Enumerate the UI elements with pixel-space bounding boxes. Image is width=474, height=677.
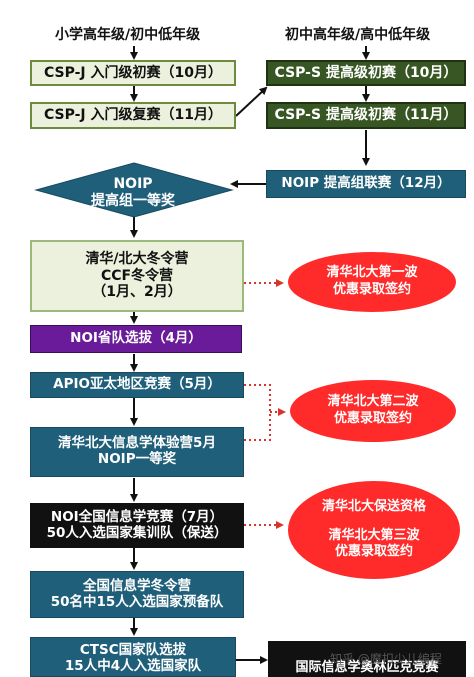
csp-j-second-round: CSP-J 入门级复赛（11月） [30, 102, 236, 129]
winter-camp: 清华/北大冬令营 CCF冬令营 （1月、2月） [30, 240, 244, 312]
noi-national-line2: 50人入选国家集训队（保送） [46, 524, 228, 541]
pill3-line3: 优惠录取签约 [334, 544, 413, 560]
tsinghua-camp-line1: 清华北大信息学体验营5月 [58, 435, 216, 452]
national-winter-line1: 全国信息学冬令营 [83, 577, 191, 594]
dotted-bracket-pill2 [244, 384, 271, 441]
header-left: 小学高年级/初中低年级 [55, 27, 201, 43]
csp-s-first-round: CSP-S 提高级初赛（10月） [266, 60, 466, 86]
noip-joint-contest: NOIP 提高组联赛（12月） [266, 170, 466, 198]
pill-first-wave: 清华北大第一波 优惠录取签约 [288, 252, 456, 312]
ioi-contest: 国际信息学奥林匹克竞赛 [268, 641, 466, 677]
ctsc-line2: 15人中4人入选国家队 [64, 657, 202, 674]
noi-province-selection: NOI省队选拔（4月） [30, 325, 242, 353]
noip-diamond-label: NOIP 提高组一等奖 [38, 169, 228, 217]
watermark: 知乎 @魔扣少儿编程 [330, 652, 442, 666]
arrow-cspj-to-csps [235, 86, 268, 117]
pill2-line2: 优惠录取签约 [333, 411, 412, 426]
winter-camp-line3: （1月、2月） [92, 284, 182, 301]
pill-guaranteed-admission: 清华北大保送资格 清华北大第三波 优惠录取签约 [288, 481, 460, 579]
noip-diamond-line1: NOIP [113, 175, 153, 192]
ctsc-selection: CTSC国家队选拔 15人中4人入选国家队 [30, 637, 236, 677]
ctsc-line1: CTSC国家队选拔 [79, 642, 187, 658]
tsinghua-camp-line2: NOIP一等奖 [97, 451, 177, 467]
winter-camp-line2: CCF冬令营 [100, 267, 174, 284]
apio-contest: APIO亚太地区竞赛（5月） [30, 372, 244, 398]
winter-camp-line1: 清华/北大冬令营 [85, 251, 189, 268]
pill3-line1: 清华北大保送资格 [321, 498, 426, 514]
csp-j-first-round: CSP-J 入门级初赛（10月） [30, 60, 236, 86]
pill-second-wave: 清华北大第二波 优惠录取签约 [290, 380, 456, 442]
noi-national-contest: NOI全国信息学竞赛（7月） 50人入选国家集训队（保送） [30, 503, 244, 548]
pill3-line2: 清华北大第三波 [328, 527, 420, 543]
noi-national-line1: NOI全国信息学竞赛（7月） [50, 508, 224, 525]
pill1-line1: 清华北大第一波 [326, 265, 418, 281]
pill1-line2: 优惠录取签约 [332, 282, 411, 297]
noip-diamond [34, 162, 234, 218]
national-winter-camp: 全国信息学冬令营 50名中15人入选国家预备队 [30, 571, 244, 618]
header-right: 初中高年级/高中低年级 [285, 27, 431, 43]
csp-s-second-round: CSP-S 提高级初赛（11月） [266, 102, 466, 129]
tsinghua-pku-experience-camp: 清华北大信息学体验营5月 NOIP一等奖 [30, 427, 244, 477]
national-winter-line2: 50名中15人入选国家预备队 [50, 593, 224, 610]
noip-diamond-line2: 提高组一等奖 [91, 193, 175, 209]
pill2-line1: 清华北大第二波 [327, 394, 419, 410]
